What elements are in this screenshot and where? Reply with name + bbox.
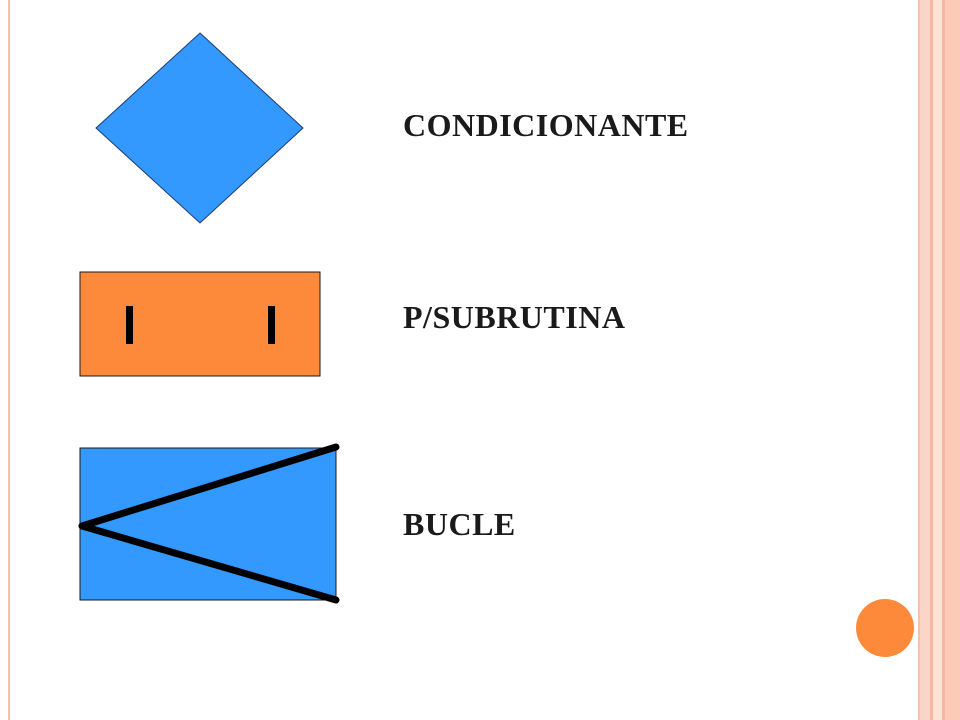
loop-lower-line: [78, 522, 340, 604]
subroutine-right-bar: [268, 306, 275, 344]
decorative-side-bar: [920, 0, 930, 720]
decorative-side-bar: [945, 0, 960, 720]
condition-label: CONDICIONANTE: [403, 107, 689, 143]
decorative-side-bar: [930, 0, 933, 720]
decorative-side-bar: [942, 0, 945, 720]
accent-circle: [856, 599, 914, 657]
slide-frame: [8, 0, 920, 720]
subroutine-label: P/SUBRUTINA: [403, 299, 626, 335]
decorative-side-bar: [933, 0, 942, 720]
loop-symbol: [78, 443, 340, 604]
loop-upper-line: [78, 443, 340, 530]
subroutine-box: [79, 271, 321, 377]
subroutine-left-bar: [126, 306, 133, 344]
loop-box: [79, 447, 337, 601]
subroutine-symbol: [79, 271, 321, 377]
condition-diamond-symbol: [95, 32, 304, 224]
loop-label: BUCLE: [403, 506, 516, 542]
